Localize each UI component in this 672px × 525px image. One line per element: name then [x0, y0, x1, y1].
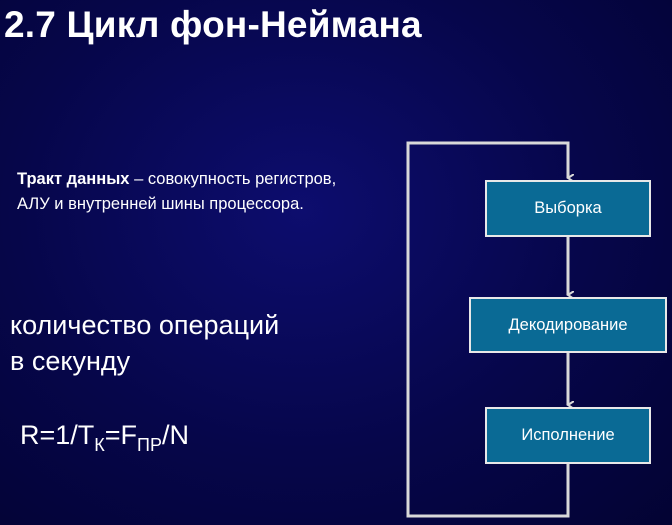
performance-formula: R=1/TК=FПР/N [20, 420, 189, 454]
definition-term: Тракт данных [17, 170, 130, 188]
data-path-definition: Тракт данных – совокупность регистров, А… [17, 167, 367, 217]
feedback-loop-line [406, 141, 568, 518]
formula-mid: =F [104, 420, 138, 450]
operations-per-second-line-1: количество операций [10, 310, 280, 340]
step-fetch: Выборка [485, 180, 651, 237]
step-execute: Исполнение [485, 407, 651, 464]
slide-title: 2.7 Цикл фон-Неймана [4, 4, 422, 45]
step-decode: Декодирование [469, 297, 667, 353]
formula-rhs: /N [162, 420, 189, 450]
operations-per-second-line-2: в секунду [10, 346, 131, 376]
formula-subscript-pr: ПР [137, 435, 162, 455]
formula-lhs: R=1/T [20, 420, 95, 450]
definition-text: – совокупность регистров, АЛУ и внутренн… [17, 170, 337, 213]
formula-subscript-k: К [94, 435, 105, 455]
